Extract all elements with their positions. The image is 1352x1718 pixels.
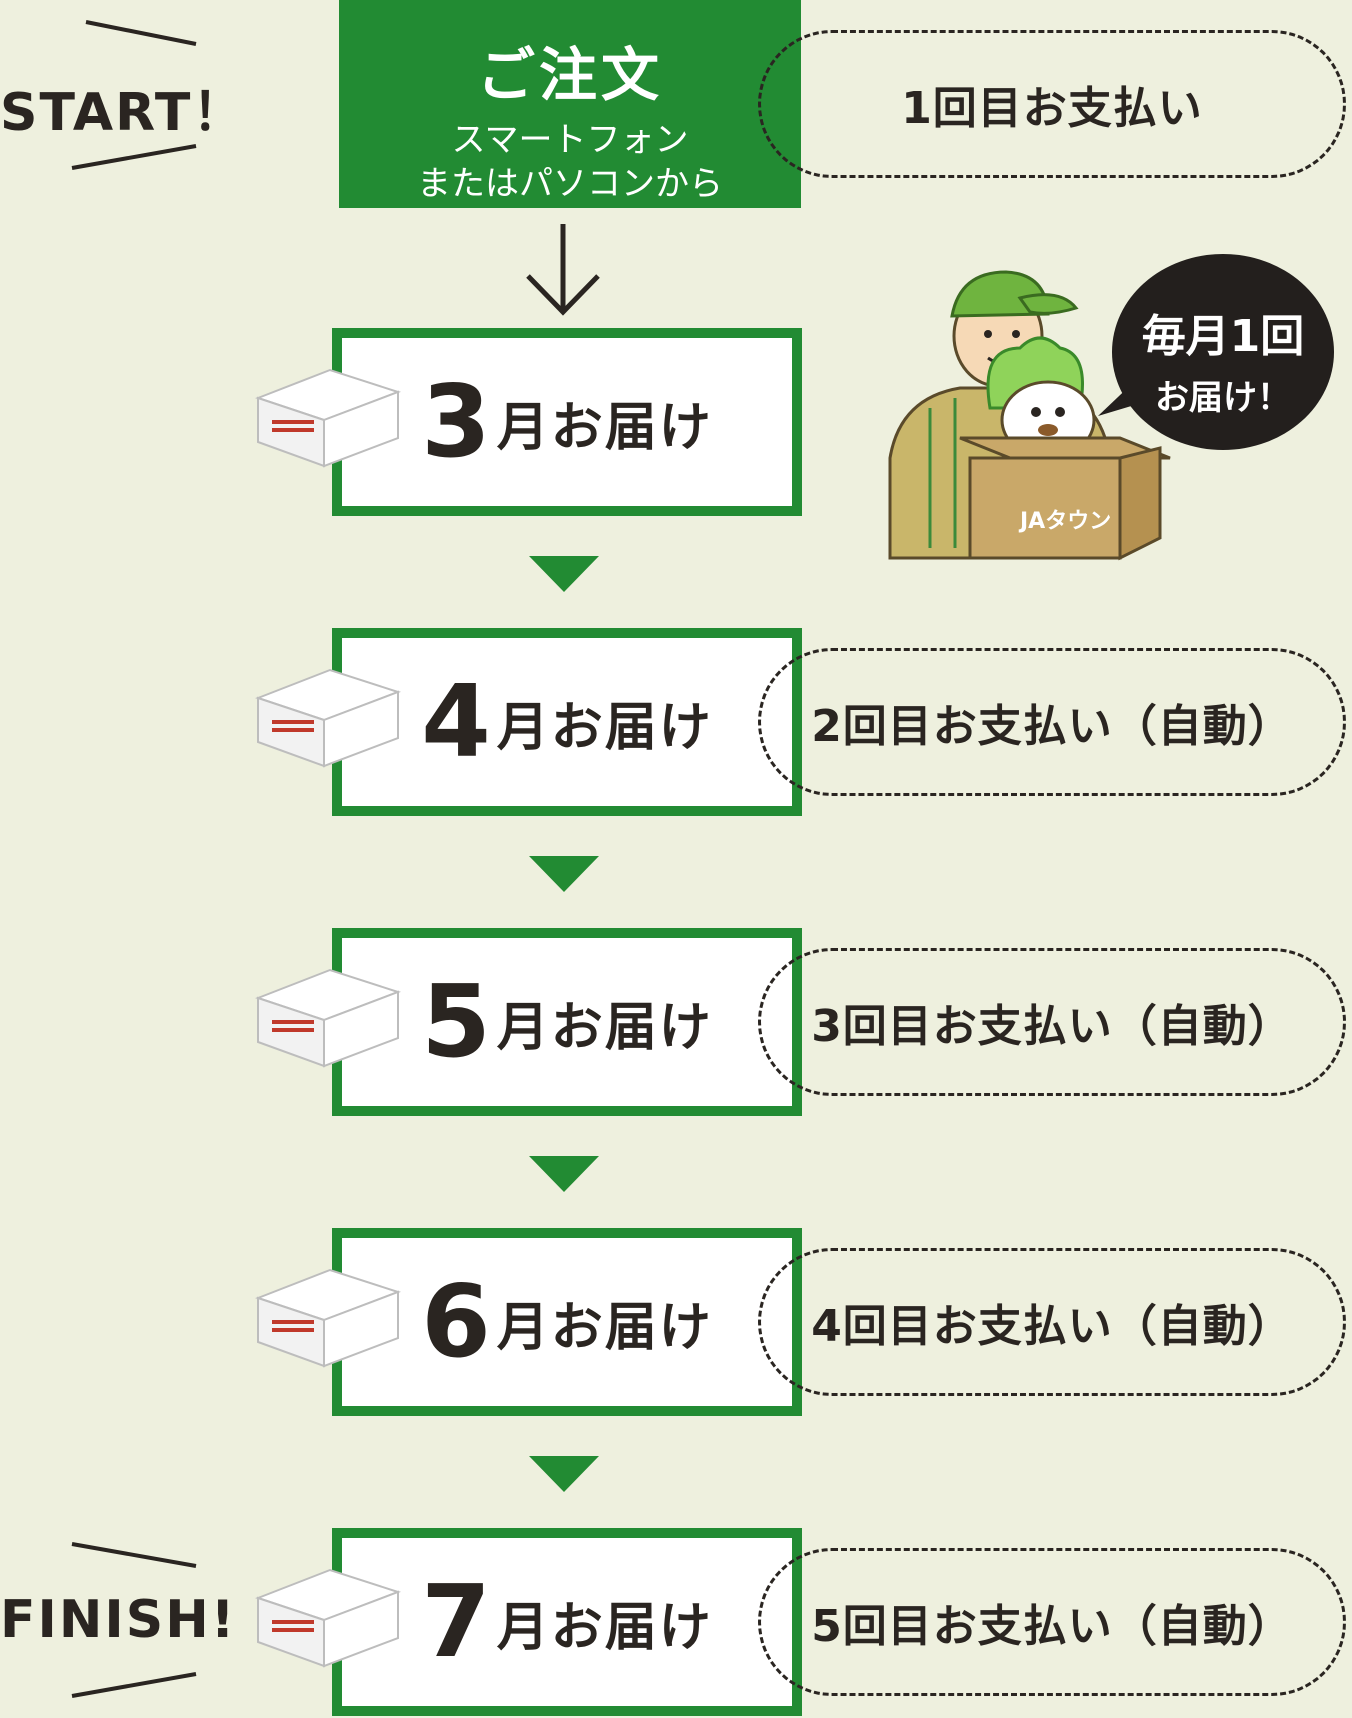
delivery-box-march: 3 月お届け [332, 328, 802, 516]
delivery-box-july: 7 月お届け [332, 1528, 802, 1716]
delivery-suffix: 月お届け [496, 1297, 713, 1358]
bubble-line1: 毎月1回 [1141, 311, 1305, 362]
delivery-suffix: 月お届け [496, 1597, 713, 1658]
speech-bubble: 毎月1回 お届け！ [1112, 254, 1334, 450]
product-box-icon [255, 968, 402, 1068]
delivery-month: 4 [421, 663, 491, 780]
mascot-box-text: JAタウン [1018, 509, 1111, 534]
flow-triangle-icon [529, 1156, 599, 1192]
delivery-box-may: 5 月お届け [332, 928, 802, 1116]
delivery-box-june: 6 月お届け [332, 1228, 802, 1416]
order-device-line1: スマートフォン [451, 120, 689, 160]
bubble-line2: お届け！ [1155, 378, 1291, 418]
start-slash-lines [71, 20, 197, 170]
delivery-suffix: 月お届け [496, 397, 713, 458]
order-box: ご注文 スマートフォン またはパソコンから [339, 0, 801, 208]
finish-label: FINISH! [0, 1590, 237, 1650]
first-payment-note: 1回目お支払い [758, 30, 1346, 178]
payment-note-3: 3回目お支払い（自動） [758, 948, 1346, 1096]
delivery-suffix: 月お届け [496, 997, 713, 1058]
delivery-month: 6 [421, 1263, 491, 1380]
delivery-month: 7 [421, 1563, 491, 1680]
delivery-month: 5 [421, 963, 491, 1080]
delivery-month: 3 [421, 363, 491, 480]
finish-slash-lines [71, 1542, 197, 1698]
product-box-icon [255, 1268, 402, 1368]
order-device-line2: またはパソコンから [417, 164, 723, 204]
payment-note-5: 5回目お支払い（自動） [758, 1548, 1346, 1696]
flow-triangle-icon [529, 556, 599, 592]
payment-note-4: 4回目お支払い（自動） [758, 1248, 1346, 1396]
flow-triangle-icon [529, 856, 599, 892]
product-box-icon [255, 368, 402, 468]
delivery-box-april: 4 月お届け [332, 628, 802, 816]
payment-note-2: 2回目お支払い（自動） [758, 648, 1346, 796]
start-label: START！ [0, 83, 247, 143]
order-title: ご注文 [476, 41, 663, 109]
down-arrow-icon [526, 224, 600, 316]
delivery-suffix: 月お届け [496, 697, 713, 758]
delivery-mascot-illustration: JAタウン [888, 270, 1171, 561]
product-box-icon [255, 668, 402, 768]
flow-triangle-icon [529, 1456, 599, 1492]
product-box-icon [255, 1568, 402, 1668]
